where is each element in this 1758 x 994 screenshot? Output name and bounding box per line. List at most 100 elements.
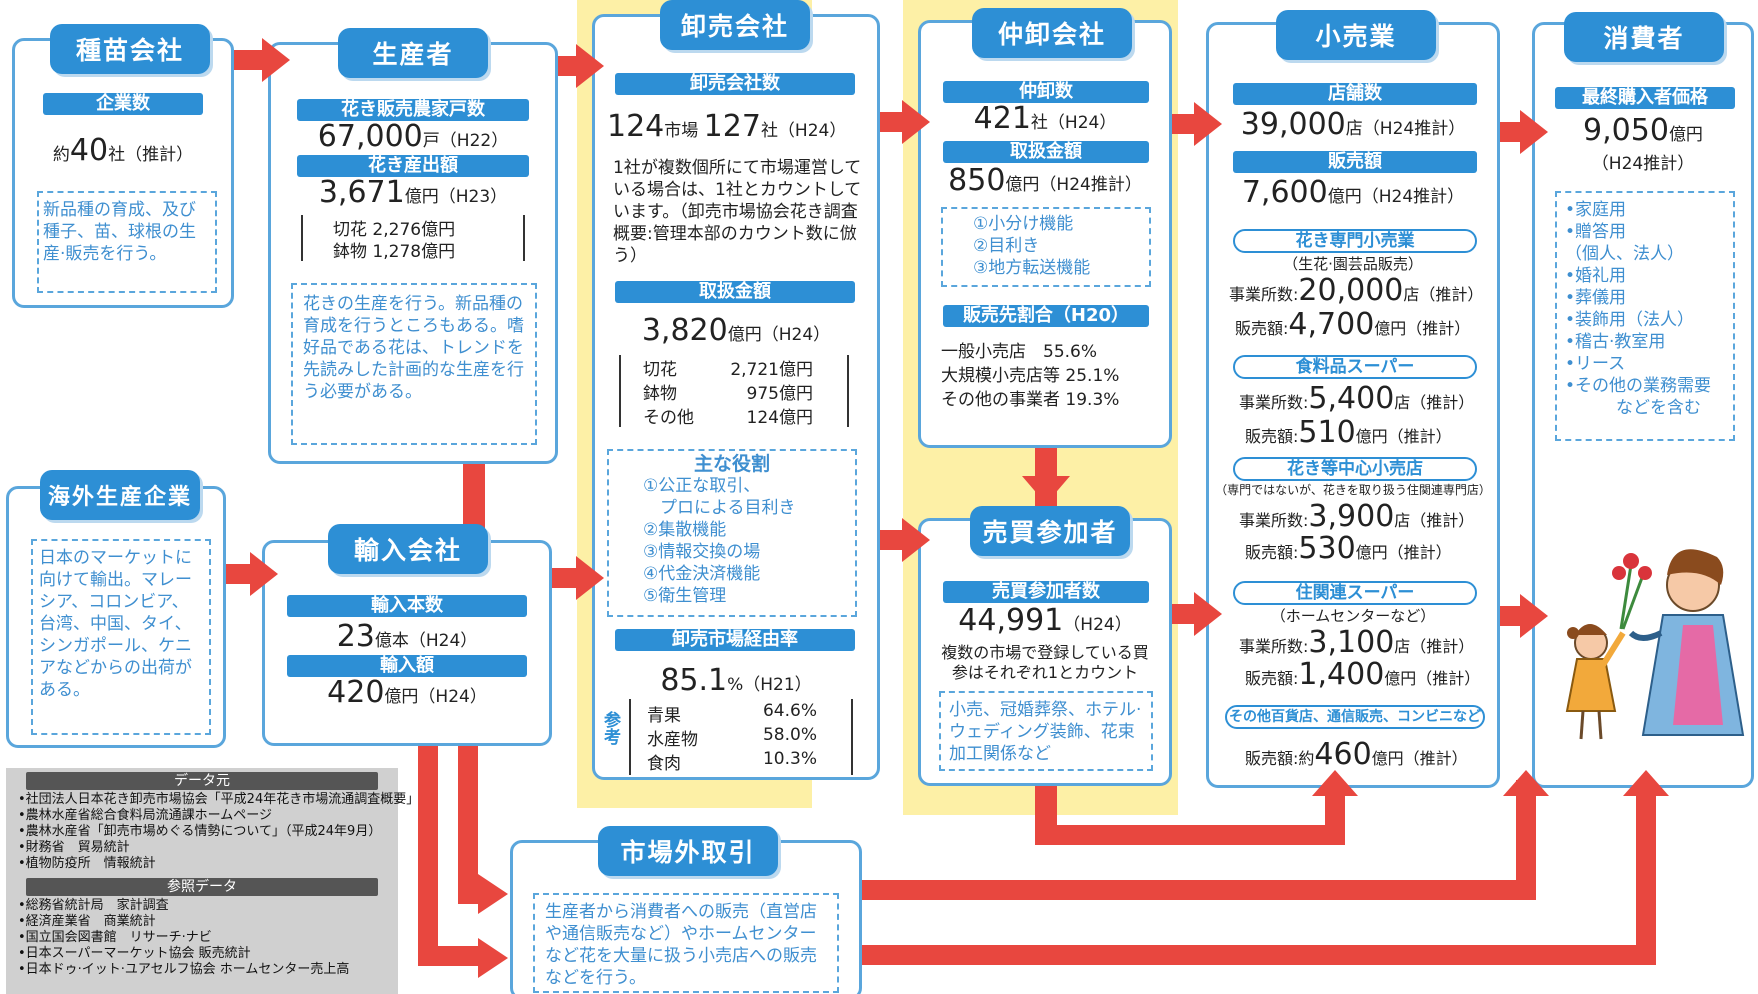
producer-desc: 花きの生産を行う。新品種の育成を行うところもある。嗜好品である花は、トレンドを先…: [303, 294, 524, 402]
ref-item: •日本ドゥ·イット·ユアセルフ協会 ホームセンター売上高: [18, 962, 350, 977]
arrow-intermediate-retail: [1172, 114, 1200, 134]
seed-desc: 新品種の育成、及び種子、苗、球根の生産·販売を行う。: [43, 200, 196, 264]
arrow-retail-consumer: [1500, 122, 1526, 142]
is-label-0: 一般小売店: [941, 342, 1026, 362]
seed-count-num: 40: [69, 133, 109, 168]
flow-line: [1636, 780, 1656, 965]
wholesale-amount: 3,820億円（H24）: [595, 313, 877, 348]
source-item: •農林水産省「卸売市場めぐる情勢について」（平成24年9月）: [18, 824, 382, 839]
rs3-u2: 億円（推計）: [1384, 669, 1481, 688]
importer-count-unit: 億本（H24）: [374, 631, 478, 651]
rs1-l2: 販売額:: [1245, 427, 1299, 446]
retail-box: 店舗数 39,000店（H24推計） 販売額 7,600億円（H24推計） 花き…: [1206, 22, 1500, 788]
wr-value-2: 10.3%: [762, 749, 817, 769]
participants-desc: 小売、冠婚葬祭、ホテル·ウェディング装飾、花束加工関係など: [949, 700, 1142, 764]
flower-gift-illustration: [1565, 549, 1745, 740]
wb-value-0: 2,721億円: [730, 360, 813, 380]
wb-label-1: 鉢物: [643, 384, 677, 404]
flow-line: [418, 946, 488, 966]
arrow-head: [1623, 770, 1669, 796]
arrow-head: [1022, 476, 1070, 504]
rs3-u1: 店（推計）: [1394, 637, 1475, 656]
consumer-use-7: •リース: [1565, 354, 1626, 374]
producer-output: 3,671億円（H23）: [271, 175, 555, 210]
overseas-desc-box: 日本のマーケットに向けて輸出。マレーシア、コロンビア、台湾、中国、タイ、シンガポ…: [31, 539, 211, 735]
ref-item: •総務省統計局 家計調査: [18, 898, 169, 913]
producer-farms-bar: 花き販売農家戸数: [297, 99, 529, 121]
wb-value-1: 975億円: [746, 384, 813, 404]
participants-count-unit: （H24）: [1063, 615, 1132, 635]
intermediate-function-2: ③地方転送機能: [973, 258, 1091, 278]
ref-header: 参照データ: [26, 878, 378, 896]
wb-value-2: 124億円: [746, 408, 813, 428]
wholesale-rate-bar: 卸売市場経由率: [615, 629, 855, 651]
rs1-u2: 億円（推計）: [1355, 427, 1452, 446]
source-item: •社団法人日本花き卸売市場協会「平成24年花き市場流通調査概要」: [18, 792, 420, 807]
intermediate-function-0: ①小分け機能: [973, 214, 1074, 234]
wholesale-role-0: ①公正な取引、: [643, 476, 761, 496]
intermediate-share-2: その他の事業者 19.3%: [941, 385, 1119, 410]
intermediate-title: 仲卸会社: [972, 8, 1132, 58]
consumer-price-bar: 最終購入者価格: [1555, 87, 1735, 109]
arrow-wholesale-participants: [880, 530, 908, 550]
intermediate-count: 421社（H24）: [921, 101, 1169, 136]
is-label-1: 大規模小売店等: [941, 366, 1060, 386]
arrow-head: [1520, 110, 1548, 154]
wholesale-markets-num: 124: [607, 109, 665, 144]
consumer-use-9: などを含む: [1565, 398, 1701, 418]
intermediate-count-num: 421: [973, 101, 1031, 136]
rs2-u1: 店（推計）: [1394, 511, 1475, 530]
arrow-head: [902, 100, 930, 144]
arrow-head: [1194, 102, 1222, 146]
importer-count-bar: 輸入本数: [287, 595, 527, 617]
participants-count: 44,991（H24）: [921, 603, 1169, 638]
rs1-u1: 店（推計）: [1394, 393, 1475, 412]
retail-other-row: 販売額:約460億円（推計）: [1245, 737, 1468, 772]
participants-box: 売買参加者数 44,991（H24） 複数の市場で登録している買参はそれぞれ1と…: [918, 518, 1172, 786]
retail-segment-2-row1: 事業所数:3,900店（推計）: [1239, 499, 1474, 534]
is-value-2: 19.3%: [1065, 390, 1120, 410]
retail-segment-2-sub: （専門ではないが、花きを取り扱う住関連専門店）: [1215, 483, 1491, 497]
seed-desc-box: 新品種の育成、及び種子、苗、球根の生産·販売を行う。: [37, 191, 217, 293]
wholesale-title: 卸売会社: [660, 0, 810, 50]
rs3-l1: 事業所数:: [1239, 637, 1309, 656]
retail-segment-3-row1: 事業所数:3,100店（推計）: [1239, 625, 1474, 660]
rs2-v2: 530: [1298, 531, 1356, 566]
importer-title: 輸入会社: [328, 524, 488, 574]
producer-desc-box: 花きの生産を行う。新品種の育成を行うところもある。嗜好品である花は、トレンドを先…: [291, 283, 537, 445]
intermediate-count-bar: 仲卸数: [943, 81, 1149, 103]
retail-sales-num: 7,600: [1241, 175, 1328, 210]
wholesale-note: 1社が複数個所にて市場運営している場合は、1社とカウントしています。（卸売市場協…: [613, 158, 862, 266]
rs0-l2: 販売額:: [1235, 319, 1289, 338]
wholesale-amount-num: 3,820: [641, 313, 728, 348]
wholesale-count-bar: 卸売会社数: [615, 73, 855, 95]
wb-label-0: 切花: [643, 360, 677, 380]
intermediate-amount-bar: 取扱金額: [943, 141, 1149, 163]
retail-sales: 7,600億円（H24推計）: [1209, 175, 1497, 210]
participants-count-num: 44,991: [958, 603, 1064, 638]
wholesale-amount-unit: 億円（H24）: [727, 325, 831, 345]
importer-amount: 420億円（H24）: [265, 675, 549, 710]
arrow-wholesale-intermediate: [880, 112, 908, 132]
wholesale-ref-bracket: [629, 699, 853, 775]
sources-panel: データ元 •社団法人日本花き卸売市場協会「平成24年花き市場流通調査概要」 •農…: [6, 768, 420, 994]
wholesale-roles-title: 主な役割: [693, 453, 770, 475]
producer-farms-num: 67,000: [317, 119, 423, 154]
wholesale-roles-box: 主な役割 ①公正な取引、 プロによる目利き ②集散機能 ③情報交換の場 ④代金決…: [607, 449, 857, 617]
producer-title: 生産者: [338, 28, 488, 78]
arrow-head: [1194, 592, 1222, 636]
rs3-l2: 販売額:: [1245, 669, 1299, 688]
consumer-price-num: 9,050: [1583, 113, 1669, 148]
arrow-head: [902, 518, 930, 562]
importer-amount-bar: 輸入額: [287, 655, 527, 677]
participants-count-bar: 売買参加者数: [943, 581, 1149, 603]
rs2-u2: 億円（推計）: [1355, 543, 1452, 562]
wholesale-role-4: ④代金決済機能: [643, 564, 761, 584]
wr-value-0: 64.6%: [762, 701, 817, 721]
retail-segment-3-sub: （ホームセンターなど）: [1270, 607, 1436, 625]
importer-box: 輸入本数 23億本（H24） 輸入額 420億円（H24）: [262, 540, 552, 746]
intermediate-box: 仲卸数 421社（H24） 取扱金額 850億円（H24推計） ①小分け機能 ②…: [918, 20, 1172, 448]
arrow-seed-producer: [234, 50, 268, 70]
retail-stores-bar: 店舗数: [1233, 83, 1477, 105]
